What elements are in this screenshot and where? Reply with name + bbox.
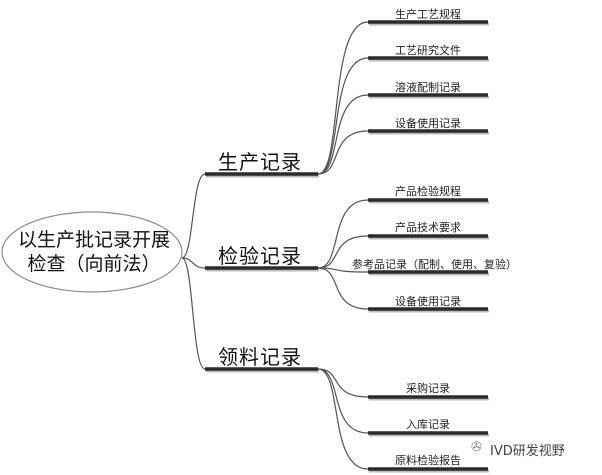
leaf-connector — [317, 21, 369, 175]
leaf-connector — [317, 267, 369, 310]
leaf-connector — [317, 57, 369, 175]
root-node-ellipse — [1, 211, 183, 293]
leaf: 产品技术要求 — [395, 221, 461, 234]
leaf-connector — [317, 235, 369, 269]
leaf: 设备使用记录 — [395, 117, 461, 130]
leaf: 溶液配制记录 — [395, 81, 461, 94]
leaf: 参考品记录（配制、使用、复验） — [352, 258, 517, 271]
leaf-connector — [317, 267, 369, 273]
leaf: 设备使用记录 — [395, 295, 461, 308]
leaf: 生产工艺规程 — [395, 8, 461, 21]
root-node: 以生产批记录开展 检查（向前法） — [8, 228, 180, 276]
leaf: 入库记录 — [406, 418, 450, 431]
leaf: 产品检验规程 — [395, 185, 461, 198]
root-connector — [181, 257, 206, 370]
leaf-connector — [317, 368, 369, 470]
root-connector — [181, 257, 206, 269]
leaf-connector — [317, 130, 369, 175]
leaf-connector — [317, 199, 369, 269]
wechat-icon: ✇ — [471, 440, 482, 455]
root-line-1: 以生产批记录开展 — [17, 229, 170, 251]
leaf: 工艺研究文件 — [395, 44, 461, 57]
branch-material-records: 领料记录 — [218, 345, 302, 369]
leaf: 采购记录 — [406, 382, 450, 395]
leaf-connector — [317, 94, 369, 175]
leaf-connector — [317, 368, 369, 434]
branch-production-records: 生产记录 — [218, 150, 302, 174]
leaf: 原料检验报告 — [395, 454, 461, 467]
root-connector — [181, 173, 206, 259]
leaf-connector — [317, 368, 369, 398]
branch-inspection-records: 检验记录 — [218, 244, 302, 268]
root-line-2: 检查（向前法） — [27, 253, 161, 275]
watermark: IVD研发视野 — [490, 444, 565, 459]
